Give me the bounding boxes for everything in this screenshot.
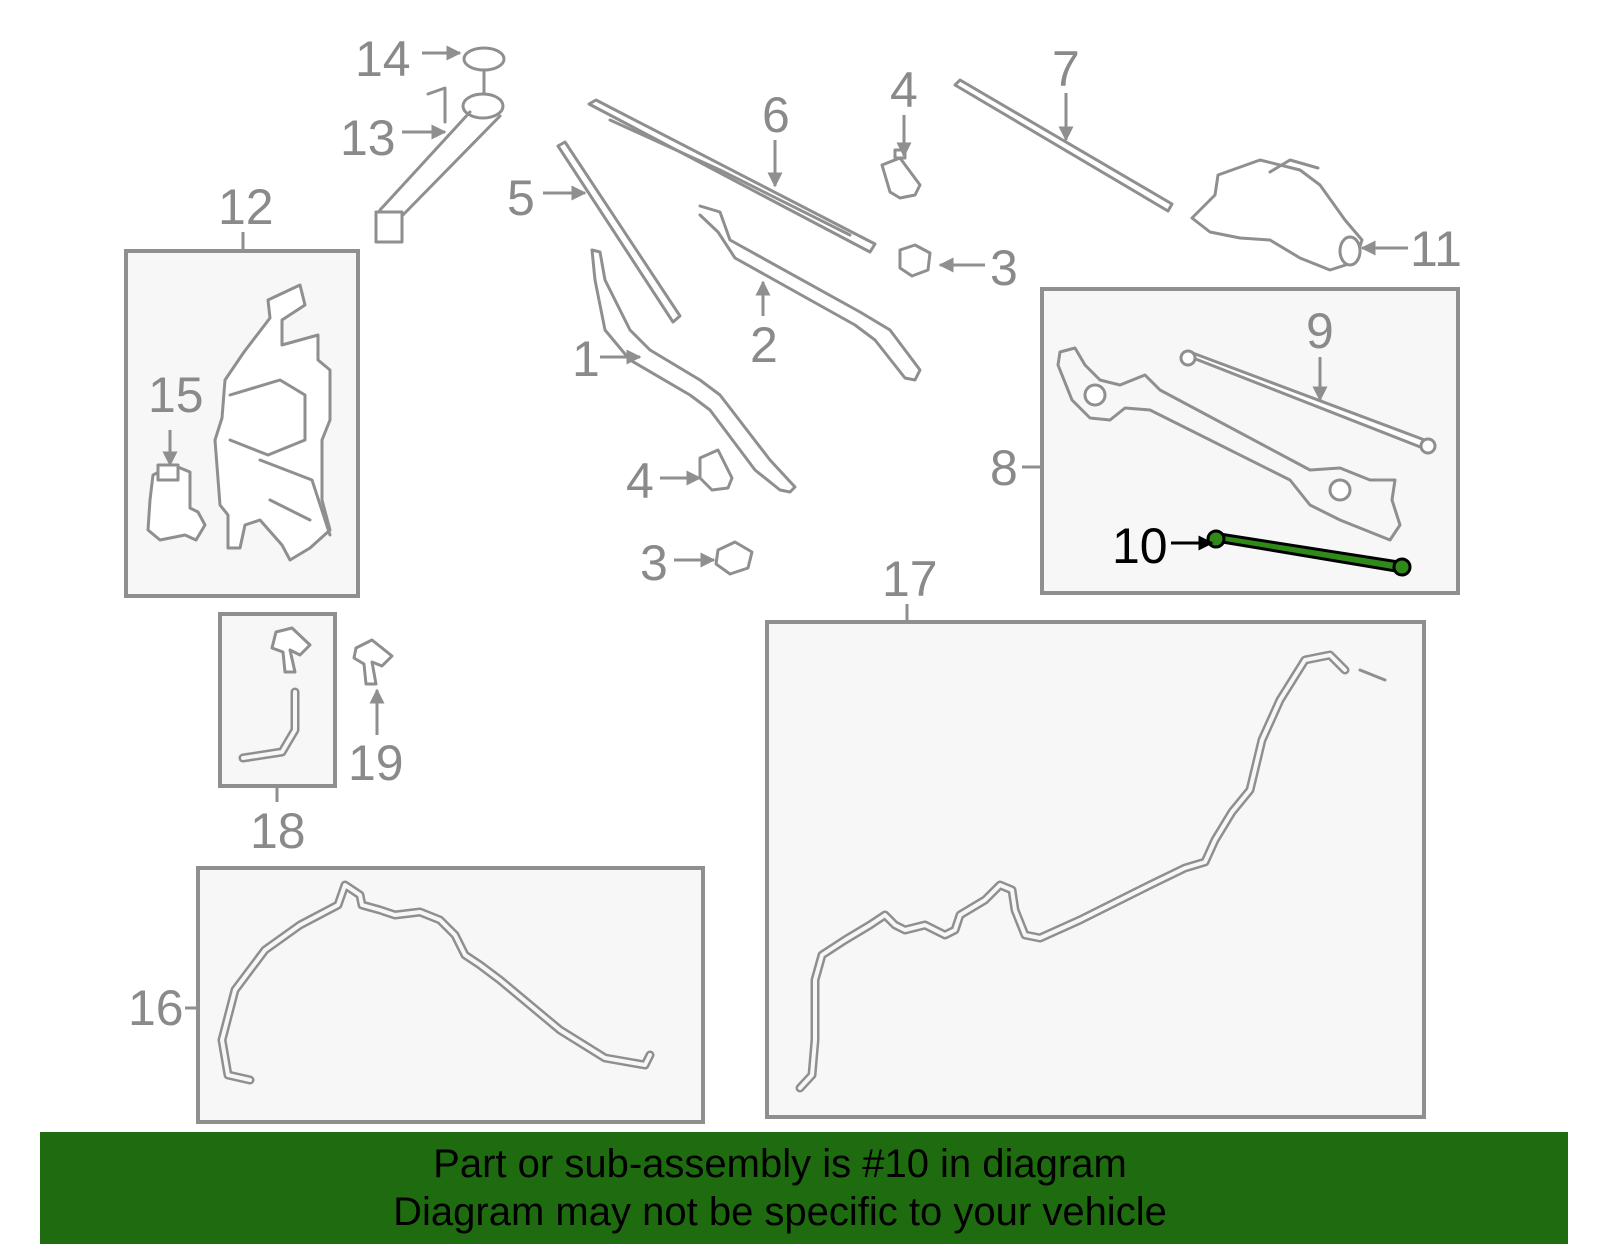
part-18-nozzle-hose — [238, 626, 312, 763]
label-10[interactable]: 10 — [1112, 518, 1168, 574]
label-7: 7 — [1052, 41, 1080, 97]
part-17-washer-hose — [795, 650, 1387, 1093]
part-7-blade-refill — [953, 78, 1174, 213]
part-4-cap-top — [880, 148, 922, 200]
label-4-bottom: 4 — [626, 453, 654, 509]
label-16: 16 — [128, 980, 184, 1036]
part-1-wiper-arm — [590, 248, 797, 494]
label-3-top: 3 — [990, 240, 1018, 296]
label-18: 18 — [250, 803, 306, 859]
footer-banner: Part or sub-assembly is #10 in diagram D… — [40, 1132, 1568, 1244]
part-8-linkage — [1056, 346, 1402, 542]
part-11-motor — [1190, 158, 1364, 272]
part-6-wiper-blade — [587, 98, 877, 254]
label-5: 5 — [507, 170, 535, 226]
part-3-nut-top — [898, 243, 932, 278]
label-1: 1 — [572, 331, 600, 387]
label-4-top: 4 — [890, 62, 918, 118]
part-3-nut-bottom — [714, 540, 754, 576]
part-5-wiper-blade — [556, 140, 682, 324]
part-15-pump — [146, 463, 207, 542]
part-13-filler-neck — [374, 86, 505, 244]
label-14: 14 — [355, 31, 411, 87]
label-15: 15 — [148, 367, 204, 423]
box-16-hose — [196, 866, 705, 1124]
part-4-cap-bottom — [698, 448, 734, 492]
box-17-hose — [765, 620, 1426, 1119]
label-12: 12 — [218, 179, 274, 235]
part-19-nozzle — [352, 638, 394, 686]
part-9-link-rod — [1179, 349, 1437, 455]
part-16-washer-hose — [217, 880, 655, 1085]
label-3-bottom: 3 — [640, 535, 668, 591]
label-8: 8 — [990, 440, 1018, 496]
label-17: 17 — [882, 551, 938, 607]
part-14-cap — [462, 46, 506, 94]
footer-disclaimer: Diagram may not be specific to your vehi… — [393, 1190, 1167, 1234]
label-13: 13 — [340, 110, 396, 166]
label-11: 11 — [1410, 221, 1462, 277]
footer-part-note: Part or sub-assembly is #10 in diagram — [433, 1142, 1127, 1186]
label-2: 2 — [750, 317, 778, 373]
part-2-wiper-arm — [698, 204, 922, 382]
part-12-reservoir — [213, 283, 332, 562]
label-19: 19 — [348, 735, 404, 791]
label-9: 9 — [1306, 303, 1334, 359]
part-10-link-rod-highlighted[interactable] — [1206, 529, 1412, 577]
label-6: 6 — [762, 87, 790, 143]
